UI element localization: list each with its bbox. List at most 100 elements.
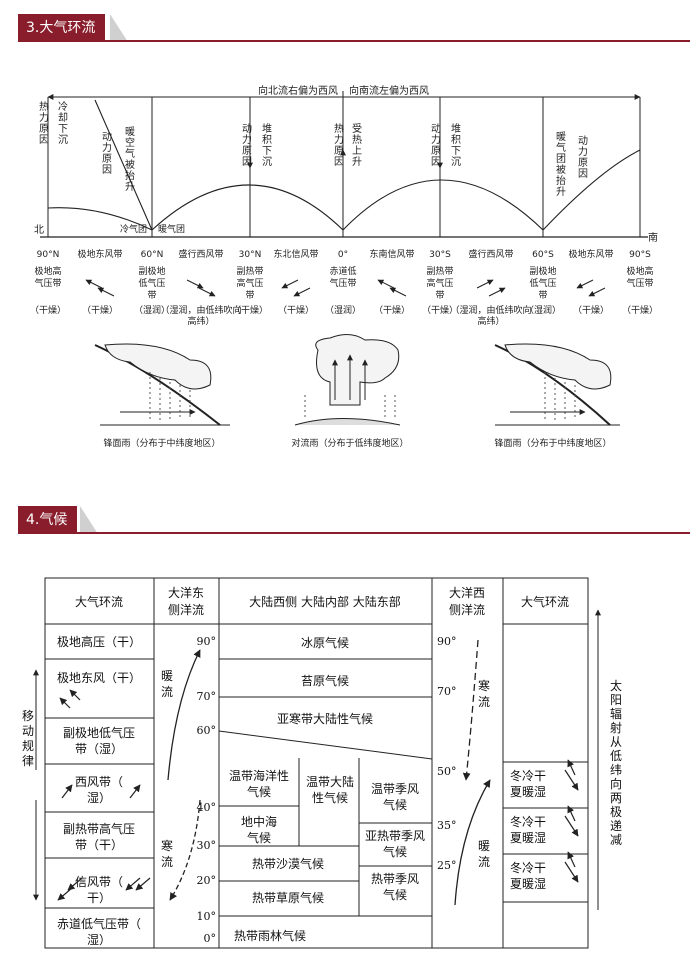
heat-rise-eq: 受热上升: [352, 123, 362, 168]
svg-text:侧洋流: 侧洋流: [168, 602, 204, 617]
wind-belt-note: （湿润，由低纬吹向高纬）: [450, 304, 531, 327]
circulation-diagram: 向北流右偏为西风 向南流左偏为西风 北 南: [30, 84, 658, 327]
left-belt-label: 副热带高气压带（干）: [63, 821, 135, 852]
climate-table: 大气环流 大洋东 侧洋流 大陆西侧 大陆内部 大陆东部 大洋西 侧洋流 大气环流…: [22, 577, 622, 949]
wind-belt-label: 东南信风带: [369, 248, 414, 260]
wind-belt-label: 盛行西风带: [468, 248, 513, 260]
climate-type: 冰原气候: [301, 635, 349, 650]
cooling-sink: 冷却下沉: [58, 100, 68, 146]
latitude-tick: 30°: [197, 839, 217, 852]
warm-air-lifted: 暖空气被抬升: [125, 125, 135, 193]
left-belt-label: 副极地低气压带（湿）: [63, 725, 135, 756]
rain-caption-1: 锋面雨（分布于中纬度地区）: [103, 437, 220, 449]
rain-caption-3: 锋面雨（分布于中纬度地区）: [494, 437, 611, 449]
warm-air-mass: 暖气团: [158, 223, 185, 235]
climate-type: 地中海气候: [241, 814, 277, 845]
section-title: 4.气候: [18, 506, 78, 534]
pressure-belt-note: （湿润）: [134, 304, 170, 316]
pressure-belt-label: 赤道低气压带: [329, 265, 356, 289]
climate-type: 温带海洋性气候: [229, 768, 289, 799]
latitude-label: 90°N: [37, 250, 60, 260]
left-belt-label: 信风带（干）: [75, 875, 123, 905]
wind-arrow: [377, 279, 395, 289]
header-circ-right: 大气环流: [521, 594, 569, 609]
header-continent: 大陆西侧 大陆内部 大陆东部: [249, 594, 401, 609]
dynamic-reason-60s: 动力原因: [578, 135, 588, 180]
wind-belt-note: （干燥）: [278, 305, 314, 316]
latitude-tick: 50°: [437, 765, 457, 778]
pressure-belt-label: 极地高气压带: [626, 265, 653, 289]
pressure-belt-note: （湿润）: [325, 304, 361, 316]
wind-arrow: [576, 279, 594, 289]
north-label: 北: [34, 224, 44, 236]
climate-type: 热带沙漠气候: [252, 856, 324, 871]
latitude-tick: 60°: [197, 724, 217, 737]
left-belt-label: 极地东风（干）: [57, 671, 141, 685]
pressure-belt-label: 副热带高气压带: [426, 265, 453, 301]
svg-text:侧洋流: 侧洋流: [449, 602, 485, 617]
wind-belt-label: 极地东风带: [568, 248, 613, 260]
latitude-tick: 20°: [197, 874, 217, 887]
dynamic-reason-30n: 动力原因: [242, 123, 252, 168]
latitude-tick: 90°: [437, 635, 457, 648]
wind-arrow: [293, 287, 311, 297]
wind-arrow: [85, 279, 103, 289]
latitude-label: 60°S: [532, 250, 554, 260]
climate-type: 热带雨林气候: [234, 928, 306, 943]
wind-belt-note: （湿润，由低纬吹向高纬）: [160, 304, 241, 327]
latitude-tick: 25°: [437, 859, 457, 872]
climate-type: 温带大陆性气候: [306, 774, 354, 805]
left-side-label: 移动规律: [22, 709, 34, 768]
pressure-belt-note: （干燥）: [30, 305, 66, 316]
pressure-belt-note: （干燥）: [422, 305, 458, 316]
west-warm-current: 暖流: [478, 839, 490, 869]
wind-arrow: [588, 287, 606, 297]
header-circ-left: 大气环流: [75, 594, 123, 609]
climate-type: 热带草原气候: [252, 890, 324, 905]
latitude-tick: 40°: [197, 801, 217, 814]
climate-type: 热带季风气候: [371, 872, 419, 902]
latitude-tick: 35°: [437, 819, 457, 832]
section-title: 3.大气环流: [18, 14, 106, 42]
header-ocean-west: 大洋西: [449, 585, 485, 600]
warm-mass-lifted-s: 暖气团被抬升: [556, 130, 566, 198]
wind-arrow: [488, 287, 506, 297]
wind-belt-label: 极地东风带: [77, 248, 122, 260]
right-circulation-cell: 冬冷干夏暖湿: [510, 860, 546, 891]
pressure-belt-label: 副热带高气压带: [236, 265, 263, 301]
latitude-label: 30°S: [429, 250, 451, 260]
latitude-tick: 70°: [437, 685, 457, 698]
latitude-label: 0°: [338, 250, 348, 260]
wind-belt-label: 东北信风带: [273, 248, 318, 260]
climate-type: 温带季风气候: [371, 782, 419, 812]
south-label: 南: [648, 231, 658, 244]
wind-arrow: [198, 287, 216, 297]
frontal-rain-left: [94, 343, 230, 426]
east-cold-current: 寒流: [161, 838, 173, 869]
climate-type: 亚热带季风气候: [365, 829, 425, 859]
wind-arrow: [186, 279, 204, 289]
section-header-4: 4.气候: [18, 506, 690, 534]
right-side-label: 太阳辐射从低纬向两极递减: [610, 678, 622, 847]
climate-type: 苔原气候: [301, 673, 349, 688]
wind-belt-label: 盛行西风带: [178, 248, 223, 260]
left-belt-label: 极地高压（干）: [57, 634, 141, 649]
wind-arrow: [97, 287, 115, 297]
latitude-tick: 90°: [197, 635, 217, 648]
pressure-belt-note: （湿润）: [525, 304, 561, 316]
wind-belt-note: （干燥）: [374, 305, 410, 316]
west-cold-current: 寒流: [478, 678, 490, 709]
frontal-rain-right: [494, 343, 620, 426]
latitude-tick: 10°: [197, 910, 217, 923]
rain-caption-2: 对流雨（分布于低纬度地区）: [291, 437, 408, 449]
pile-sink-30n: 堆积下沉: [262, 123, 272, 168]
wind-belt-note: （干燥）: [573, 305, 609, 316]
latitude-label: 60°N: [141, 250, 164, 260]
pressure-belt-note: （干燥）: [232, 305, 268, 316]
latitude-label: 30°N: [239, 250, 262, 260]
pile-sink-30s: 堆积下沉: [451, 123, 461, 168]
pressure-belt-note: （干燥）: [622, 305, 658, 316]
wind-arrow: [389, 287, 407, 297]
wind-belt-note: （干燥）: [82, 305, 118, 316]
